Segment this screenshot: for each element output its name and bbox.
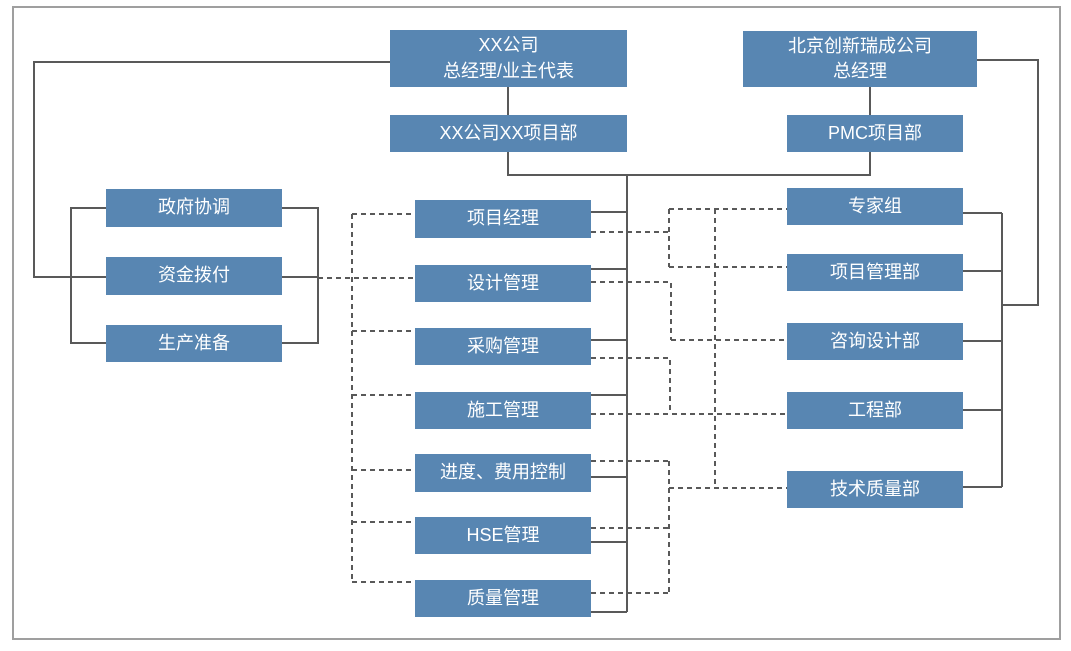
node-schedule-cost-control: 进度、费用控制 [415, 454, 591, 492]
node-production-preparation: 生产准备 [106, 325, 282, 362]
node-construction-management: 施工管理 [415, 392, 591, 429]
node-pmc-project-dept: PMC项目部 [787, 115, 963, 152]
node-project-manager: 项目经理 [415, 200, 591, 238]
node-gov-coordination: 政府协调 [106, 189, 282, 227]
dashed-connector [591, 281, 672, 340]
node-fund-allocation: 资金拨付 [106, 257, 282, 295]
node-procurement-management: 采购管理 [415, 328, 591, 365]
solid-connector [282, 207, 319, 344]
node-engineering-dept: 工程部 [787, 392, 963, 429]
node-project-management-dept: 项目管理部 [787, 254, 963, 291]
solid-connector [977, 59, 1039, 306]
node-company-project-dept: XX公司XX项目部 [390, 115, 627, 152]
node-tech-quality-dept: 技术质量部 [787, 471, 963, 508]
node-company-gm: XX公司 总经理/业主代表 [390, 30, 627, 87]
node-quality-management: 质量管理 [415, 580, 591, 617]
node-consulting-design-dept: 咨询设计部 [787, 323, 963, 360]
node-hse-management: HSE管理 [415, 517, 591, 554]
solid-connector [70, 207, 106, 344]
node-expert-group: 专家组 [787, 188, 963, 225]
node-design-management: 设计管理 [415, 265, 591, 302]
diagram-border [12, 6, 1061, 640]
solid-connector [507, 152, 871, 176]
node-pmc-company-gm: 北京创新瑞成公司 总经理 [743, 31, 977, 87]
